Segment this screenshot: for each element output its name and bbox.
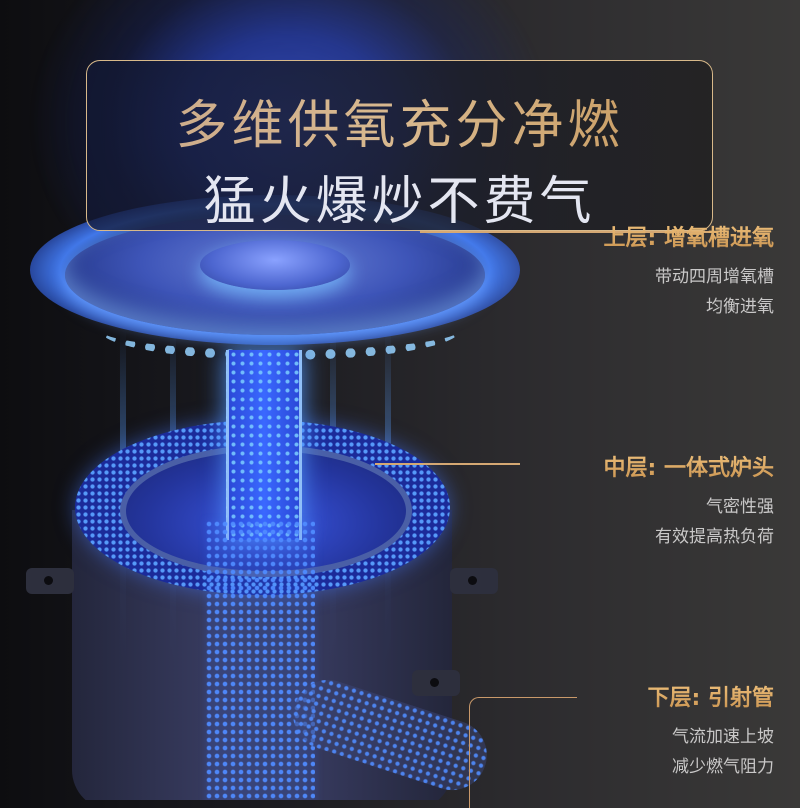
mounting-tab <box>26 568 74 594</box>
annotation-middle: 中层: 一体式炉头 气密性强 有效提高热负荷 <box>604 450 774 552</box>
headline-primary: 多维供氧充分净燃 <box>87 83 712 158</box>
gas-tube <box>226 350 302 540</box>
annotation-desc: 有效提高热负荷 <box>655 527 774 547</box>
annotation-title: 上层: 增氧槽进氧 <box>604 220 774 252</box>
annotation-title: 下层: 引射管 <box>648 680 774 712</box>
connector-line-lower <box>469 697 577 808</box>
annotation-desc: 气流加速上坡 <box>672 727 774 747</box>
annotation-lower: 下层: 引射管 气流加速上坡 减少燃气阻力 <box>648 680 774 782</box>
connector-line-middle <box>375 463 520 465</box>
gas-particles <box>205 520 315 800</box>
annotation-desc: 均衡进氧 <box>706 297 774 317</box>
burner-inner-cap <box>200 240 350 290</box>
mounting-tab <box>412 670 460 696</box>
annotation-title: 中层: 一体式炉头 <box>604 450 774 482</box>
annotation-desc: 减少燃气阻力 <box>672 757 774 777</box>
mounting-tab <box>450 568 498 594</box>
annotation-desc: 气密性强 <box>706 497 774 517</box>
headline-box: 多维供氧充分净燃 猛火爆炒不费气 <box>86 60 713 232</box>
connector-line-upper <box>420 231 710 233</box>
annotation-upper: 上层: 增氧槽进氧 带动四周增氧槽 均衡进氧 <box>604 220 774 322</box>
annotation-desc: 带动四周增氧槽 <box>655 267 774 287</box>
headline-secondary: 猛火爆炒不费气 <box>203 172 596 232</box>
